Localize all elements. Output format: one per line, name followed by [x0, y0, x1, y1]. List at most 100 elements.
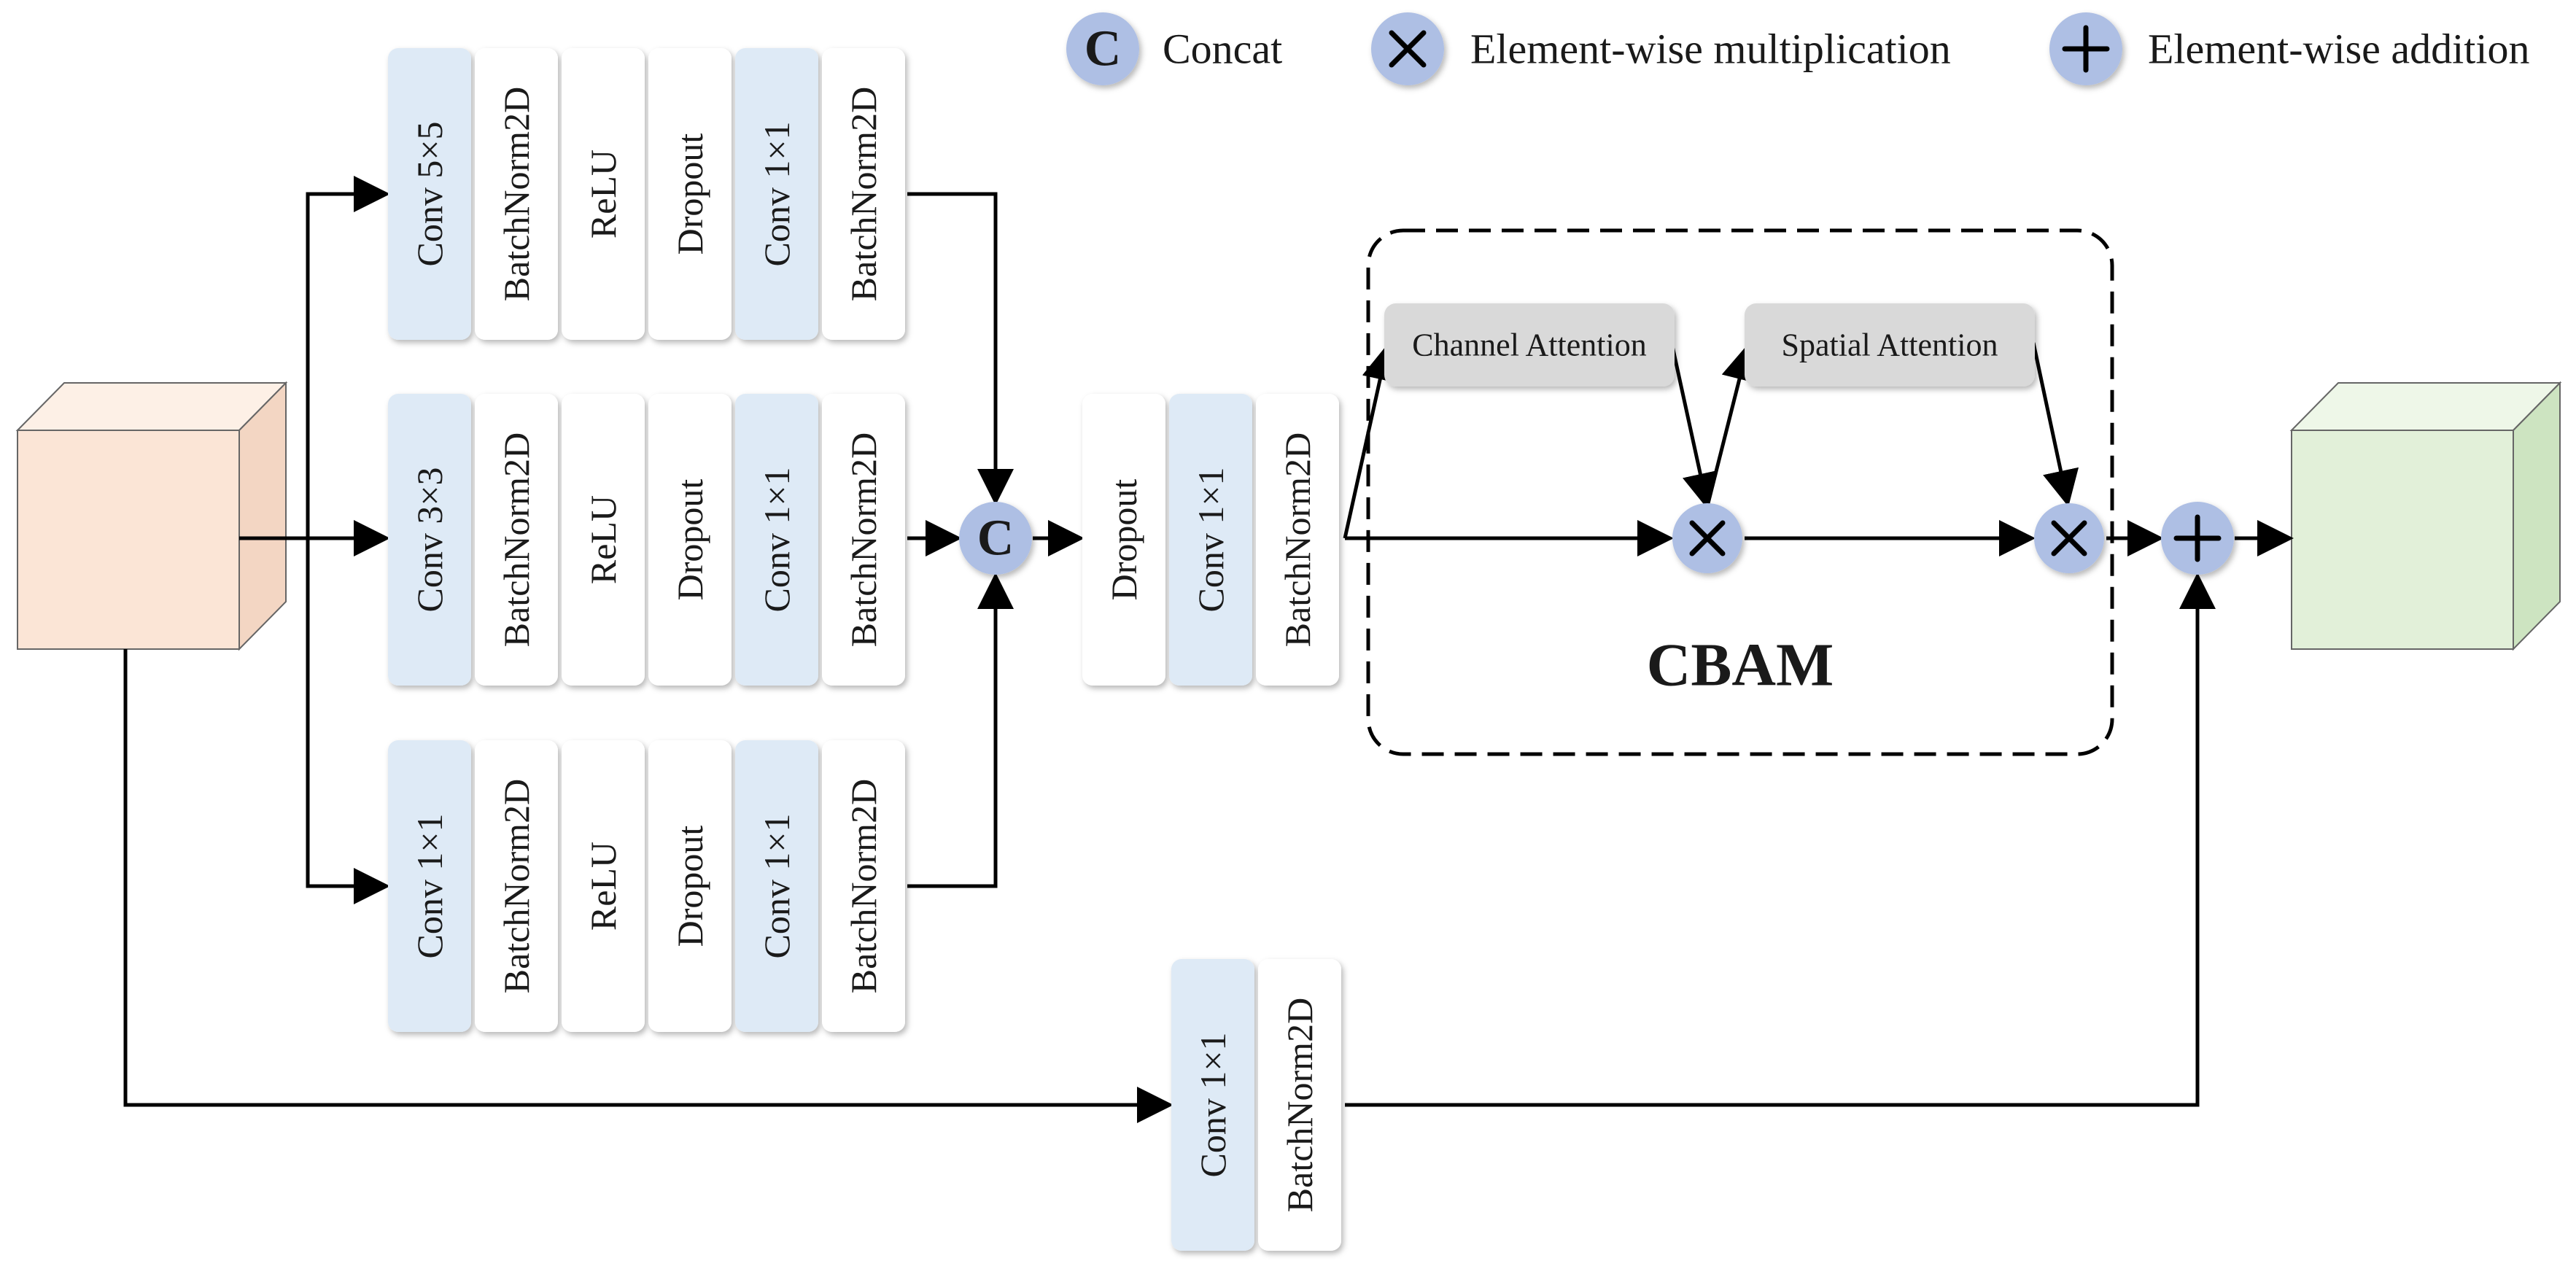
- layer-block-label: ReLU: [583, 842, 624, 931]
- layer-block-label: Dropout: [670, 133, 710, 255]
- layer-block-box: [562, 394, 645, 686]
- add-legend-label: Element-wise addition: [2148, 26, 2529, 73]
- channel-attention-block: Channel Attention: [1384, 303, 1675, 387]
- multiply-legend-glyph: [1389, 30, 1427, 68]
- cbam-frame: [1366, 228, 2114, 756]
- layer-block-label: ReLU: [583, 150, 624, 238]
- layer-block-box: [822, 48, 905, 340]
- post-concat-row: Dropout Conv 1×1 BatchNorm2D: [1082, 394, 1339, 686]
- layer-block-label: ReLU: [583, 495, 624, 584]
- spatial-attention-label: Spatial Attention: [1782, 327, 1998, 363]
- layer-block-label: Dropout: [1103, 479, 1144, 601]
- concat-legend-icon: [1066, 12, 1139, 85]
- layer-block-box: [1256, 394, 1339, 686]
- legend: C Concat Element-wise multiplication Ele…: [1066, 12, 2529, 85]
- multiply-legend-label: Element-wise multiplication: [1470, 26, 1951, 73]
- layer-block-label: BatchNorm2D: [843, 432, 884, 647]
- concat-node-icon: [959, 502, 1032, 575]
- layer-block-label: Conv 3×3: [409, 467, 450, 612]
- layer-block-label: Conv 1×1: [1190, 467, 1231, 612]
- layer-block-box: [475, 394, 558, 686]
- layer-block-box: [475, 48, 558, 340]
- layer-block-label: Dropout: [670, 826, 710, 947]
- channel-attention-label: Channel Attention: [1412, 327, 1646, 363]
- layer-block-batchnorm2d: BatchNorm2D: [475, 740, 558, 1032]
- post-concat-blocks: Dropout Conv 1×1 BatchNorm2D: [1082, 394, 1339, 686]
- layer-block-box: [475, 740, 558, 1032]
- concat-legend-label: Concat: [1163, 26, 1282, 73]
- concat-legend-symbol: C: [1085, 21, 1122, 77]
- layer-block-label: Conv 1×1: [756, 813, 797, 958]
- input-feature-cube: [15, 381, 288, 651]
- layer-block-label: BatchNorm2D: [1277, 432, 1318, 647]
- multiply-node-1-glyph: [1689, 520, 1726, 556]
- branch-1: Conv 5×5 BatchNorm2D ReLU Dropout Conv 1×1 Ba…: [388, 48, 905, 340]
- layer-block-label: Dropout: [670, 479, 710, 601]
- layer-block-batchnorm2d: BatchNorm2D: [822, 48, 905, 340]
- layer-block-box: [648, 740, 732, 1032]
- layer-block-conv-1x1: Conv 1×1: [388, 740, 471, 1032]
- layer-block-box: [562, 48, 645, 340]
- multiply-node-2: [2034, 503, 2104, 573]
- layer-block-label: BatchNorm2D: [843, 87, 884, 301]
- multiply-node-1: [1672, 503, 1742, 573]
- legend-add: Element-wise addition: [2049, 12, 2529, 85]
- connections: [123, 176, 2294, 1123]
- layer-block-label: Conv 1×1: [1192, 1032, 1233, 1177]
- layer-block-box: [822, 394, 905, 686]
- layer-block-label: Conv 5×5: [409, 121, 450, 266]
- layer-block-box: [388, 740, 471, 1032]
- layer-block-box: [735, 740, 818, 1032]
- layer-block-box: [648, 48, 732, 340]
- add-node-glyph: [2173, 514, 2222, 562]
- layer-block-box: [1258, 959, 1341, 1251]
- shortcut-blocks: Conv 1×1 BatchNorm2D: [1171, 959, 1341, 1251]
- output-feature-cube: [2289, 381, 2562, 651]
- layer-block-label: BatchNorm2D: [1279, 998, 1320, 1212]
- layer-block-box: [1171, 959, 1254, 1251]
- layer-block-box: [822, 740, 905, 1032]
- layer-block-dropout: Dropout: [648, 740, 732, 1032]
- layer-block-batchnorm2d: BatchNorm2D: [475, 48, 558, 340]
- layer-block-relu: ReLU: [562, 48, 645, 340]
- layer-block-conv-1x1: Conv 1×1: [735, 48, 818, 340]
- layer-block-batchnorm2d: BatchNorm2D: [822, 394, 905, 686]
- layer-block-conv-1x1: Conv 1×1: [735, 394, 818, 686]
- add-node: [2161, 502, 2234, 575]
- layer-block-batchnorm2d: BatchNorm2D: [1256, 394, 1339, 686]
- layer-block-batchnorm2d: BatchNorm2D: [1258, 959, 1341, 1251]
- layer-block-label: Conv 1×1: [409, 813, 450, 958]
- layer-block-box: [735, 394, 818, 686]
- layer-block-label: BatchNorm2D: [496, 87, 537, 301]
- layer-block-box: [1082, 394, 1165, 686]
- layer-block-box: [562, 740, 645, 1032]
- concat-node: C: [959, 502, 1032, 575]
- branch-3: Conv 1×1 BatchNorm2D ReLU Dropout Conv 1×1 Ba…: [388, 740, 905, 1032]
- branch-2: Conv 3×3 BatchNorm2D ReLU Dropout Conv 1×1 Ba…: [388, 394, 905, 686]
- legend-multiply: Element-wise multiplication: [1371, 12, 1951, 85]
- layer-block-conv-1x1: Conv 1×1: [735, 740, 818, 1032]
- shortcut-row: Conv 1×1 BatchNorm2D: [1171, 959, 1341, 1251]
- layer-block-dropout: Dropout: [1082, 394, 1165, 686]
- spatial-attention-block: Spatial Attention: [1745, 303, 2035, 387]
- layer-block-box: [735, 48, 818, 340]
- layer-block-dropout: Dropout: [648, 394, 732, 686]
- layer-block-batchnorm2d: BatchNorm2D: [822, 740, 905, 1032]
- concat-node-symbol: C: [977, 511, 1015, 567]
- layer-block-dropout: Dropout: [648, 48, 732, 340]
- layer-block-relu: ReLU: [562, 394, 645, 686]
- layer-block-conv-5x5: Conv 5×5: [388, 48, 471, 340]
- legend-concat: C Concat: [1066, 12, 1282, 85]
- layer-block-box: [1169, 394, 1252, 686]
- layer-block-conv-1x1: Conv 1×1: [1171, 959, 1254, 1251]
- layer-block-conv-1x1: Conv 1×1: [1169, 394, 1252, 686]
- cbam-module: Channel Attention Spatial Attention CBAM: [1366, 228, 2114, 756]
- layer-block-label: Conv 1×1: [756, 467, 797, 612]
- layer-block-box: [388, 394, 471, 686]
- layer-block-batchnorm2d: BatchNorm2D: [475, 394, 558, 686]
- layer-block-label: BatchNorm2D: [496, 779, 537, 993]
- cbam-title: CBAM: [1647, 632, 1834, 699]
- layer-block-label: BatchNorm2D: [496, 432, 537, 647]
- layer-block-box: [388, 48, 471, 340]
